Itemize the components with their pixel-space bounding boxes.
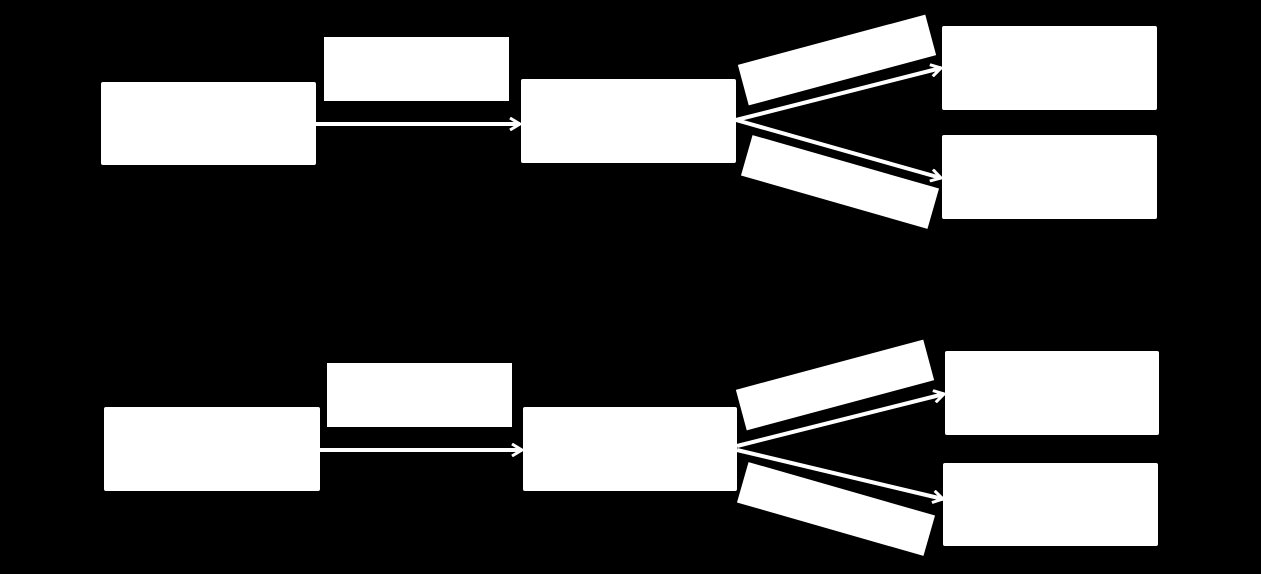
edge-label-source-to-middle [324, 37, 509, 101]
edge-label-middle-to-target-lower [740, 135, 940, 229]
node-middle [523, 407, 737, 491]
node-target-lower [943, 463, 1158, 546]
node-middle [521, 79, 736, 163]
node-target-upper [942, 26, 1157, 110]
edge-middle-to-target-lower [736, 448, 943, 499]
edge-middle-to-target-upper [735, 68, 941, 122]
node-target-lower [942, 135, 1157, 219]
edge-label-middle-to-target-upper [737, 14, 937, 106]
node-source [104, 407, 320, 491]
edge-label-source-to-middle [327, 363, 512, 427]
node-target-upper [945, 351, 1159, 435]
diagram-top [101, 14, 1157, 229]
edge-label-middle-to-target-lower [736, 462, 936, 556]
node-source [101, 82, 316, 165]
edge-label-middle-to-target-upper [735, 339, 935, 431]
edge-middle-to-target-lower [735, 118, 941, 178]
diagram-bottom [104, 339, 1159, 556]
edge-middle-to-target-upper [736, 394, 944, 448]
